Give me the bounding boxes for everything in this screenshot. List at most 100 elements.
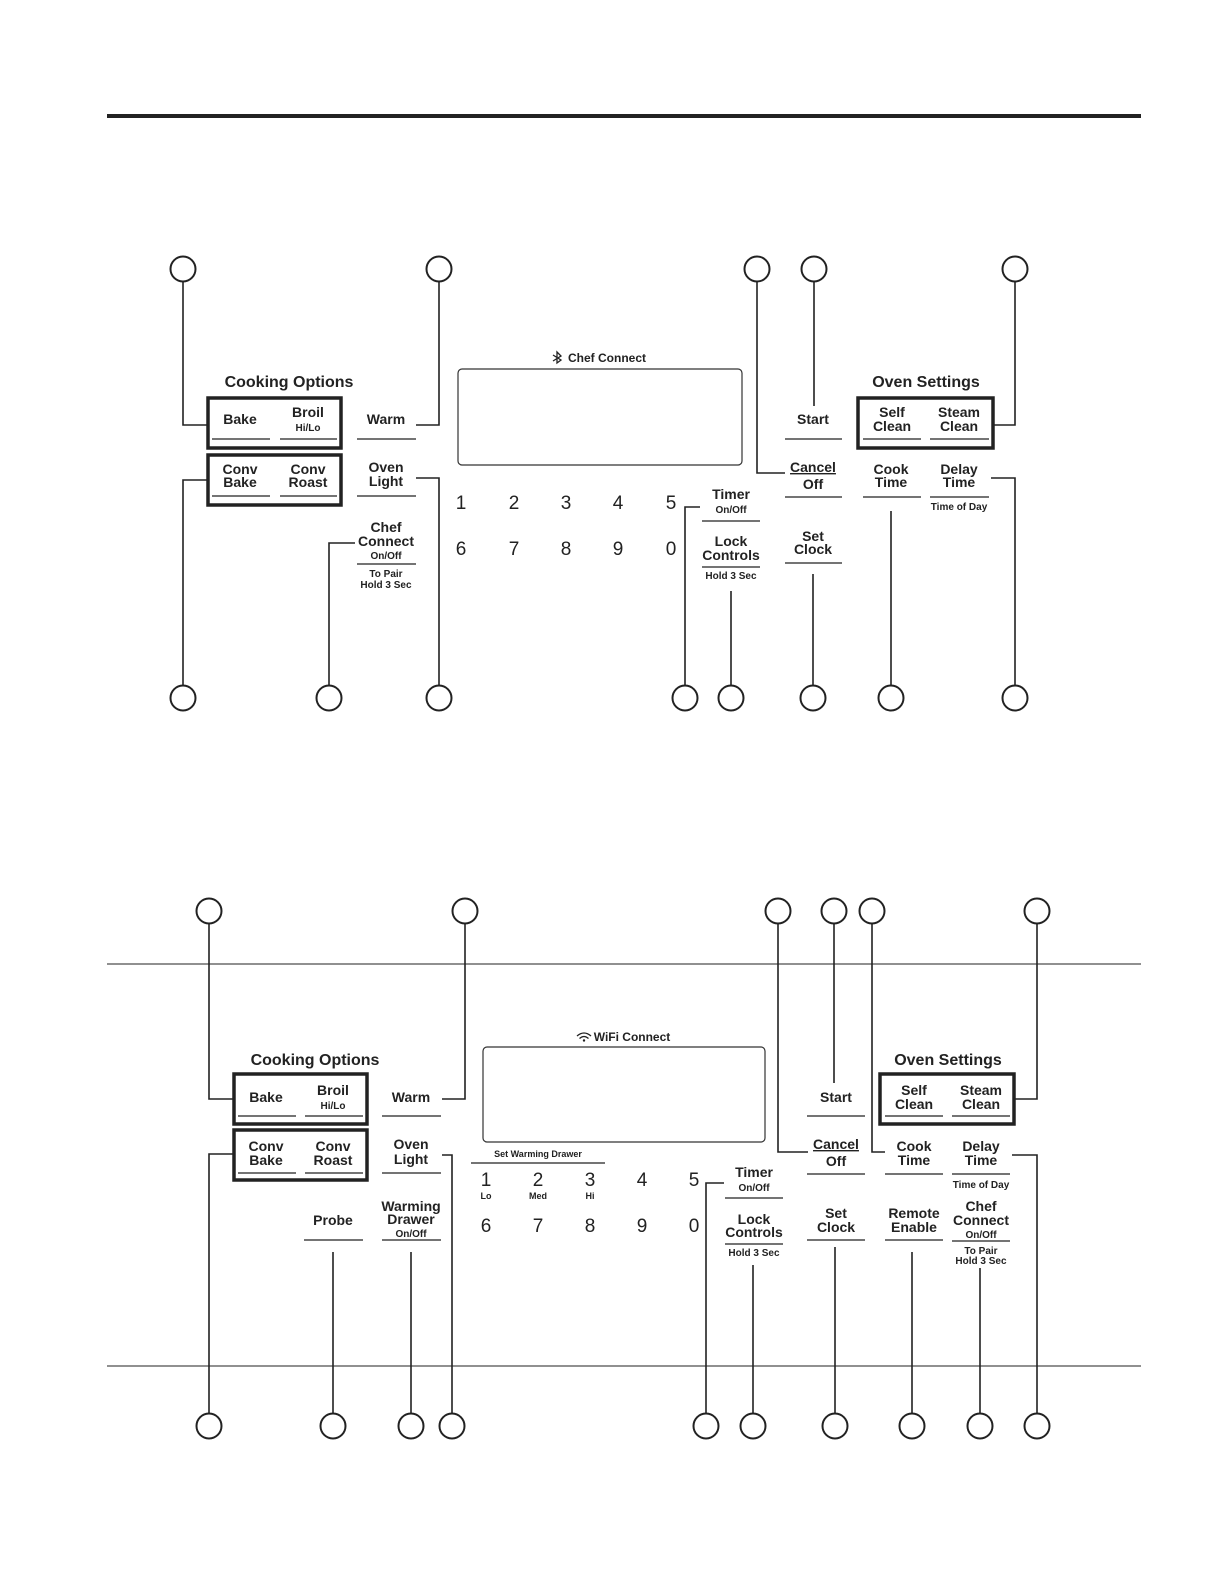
callout-circle	[799, 684, 827, 712]
controls-label: Controls	[725, 1224, 783, 1240]
onoff-label: On/Off	[370, 551, 402, 562]
delay-time-button[interactable]: Delay Time Time of Day	[952, 1138, 1010, 1191]
set-clock-button[interactable]: Set Clock	[785, 528, 842, 564]
set-warming-drawer-label: Set Warming Drawer	[494, 1149, 582, 1159]
digit-key[interactable]: 5	[689, 1170, 700, 1191]
clean-label: Clean	[895, 1096, 933, 1112]
digit-key[interactable]: 8	[561, 539, 572, 560]
lock-controls-button[interactable]: Lock Controls Hold 3 Sec	[702, 533, 760, 582]
broil-button[interactable]: Broil Hi/Lo	[305, 1082, 363, 1117]
digit-key[interactable]: 4	[637, 1170, 648, 1191]
self-clean-button[interactable]: Self Clean	[863, 404, 921, 440]
digit-key[interactable]: 1	[481, 1170, 492, 1191]
timer-button[interactable]: Timer On/Off	[702, 486, 760, 522]
probe-button[interactable]: Probe	[304, 1212, 363, 1241]
bake-button[interactable]: Bake	[212, 411, 270, 440]
med-label: Med	[529, 1191, 547, 1201]
conv-bake-button[interactable]: Conv Bake	[212, 461, 270, 497]
digit-key[interactable]: 5	[666, 493, 677, 514]
chef-connect-button[interactable]: Chef Connect On/Off To Pair Hold 3 Sec	[357, 519, 416, 591]
oven-settings-heading: Oven Settings	[872, 374, 980, 391]
off-label: Off	[826, 1153, 847, 1169]
cancel-off-button[interactable]: Cancel Off	[807, 1136, 865, 1175]
cook-time-button[interactable]: Cook Time	[863, 461, 921, 498]
conv-label: Conv	[249, 1138, 284, 1154]
callout-circle	[425, 255, 453, 283]
digit-key[interactable]: 4	[613, 493, 624, 514]
time-label: Time	[898, 1152, 931, 1168]
digit-key[interactable]: 1	[456, 493, 467, 514]
digit-key[interactable]: 9	[613, 539, 624, 560]
digit-key[interactable]: 8	[585, 1216, 596, 1237]
conv-bake-button[interactable]: Conv Bake	[238, 1138, 296, 1174]
set-clock-button[interactable]: Set Clock	[807, 1205, 865, 1241]
callout-circle	[898, 1412, 926, 1440]
clean-label: Clean	[873, 418, 911, 434]
onoff-label: On/Off	[395, 1229, 427, 1240]
steam-clean-button[interactable]: Steam Clean	[952, 1082, 1010, 1117]
delay-time-button[interactable]: Delay Time Time of Day	[930, 461, 989, 513]
enable-label: Enable	[891, 1219, 937, 1235]
cook-time-button[interactable]: Cook Time	[885, 1138, 943, 1175]
oven-light-button[interactable]: Oven Light	[382, 1136, 441, 1174]
warming-drawer-button[interactable]: Warming Drawer On/Off	[381, 1198, 441, 1241]
broil-label: Broil	[292, 404, 324, 420]
warm-button[interactable]: Warm	[357, 411, 416, 440]
callout-circle	[764, 897, 792, 925]
conv-roast-button[interactable]: Conv Roast	[280, 461, 337, 497]
roast-label: Roast	[289, 474, 328, 490]
cooking-options-heading: Cooking Options	[251, 1052, 380, 1069]
set-label: Set	[825, 1205, 847, 1221]
bake-button[interactable]: Bake	[238, 1089, 296, 1117]
start-button[interactable]: Start	[785, 411, 842, 440]
start-button[interactable]: Start	[807, 1089, 865, 1117]
onoff-label: On/Off	[715, 505, 747, 516]
panel2-callouts	[195, 897, 1051, 1440]
timer-button[interactable]: Timer On/Off	[725, 1164, 783, 1199]
steam-clean-button[interactable]: Steam Clean	[930, 404, 989, 440]
time-label: Time	[875, 474, 908, 490]
callout-circle	[743, 255, 771, 283]
digit-key[interactable]: 6	[456, 539, 467, 560]
remote-enable-button[interactable]: Remote Enable	[885, 1205, 943, 1241]
oven-light-button[interactable]: Oven Light	[357, 459, 416, 497]
digit-key[interactable]: 2	[533, 1170, 544, 1191]
digit-key[interactable]: 9	[637, 1216, 648, 1237]
bake-broil-group-box	[206, 396, 343, 450]
time-of-day-label: Time of Day	[931, 502, 988, 513]
warm-label: Warm	[392, 1089, 430, 1105]
chef-connect-button[interactable]: Chef Connect On/Off To Pair Hold 3 Sec	[952, 1198, 1010, 1267]
hold-label: Hold 3 Sec	[705, 571, 757, 582]
oven-label: Oven	[393, 1136, 428, 1152]
warm-button[interactable]: Warm	[382, 1089, 441, 1117]
broil-button[interactable]: Broil Hi/Lo	[280, 404, 337, 440]
steam-label: Steam	[938, 404, 980, 420]
drawer-label: Drawer	[387, 1211, 435, 1227]
digit-key[interactable]: 6	[481, 1216, 492, 1237]
self-clean-button[interactable]: Self Clean	[885, 1082, 943, 1117]
lock-controls-button[interactable]: Lock Controls Hold 3 Sec	[725, 1211, 783, 1259]
callout-circle	[195, 1412, 223, 1440]
cancel-off-button[interactable]: Cancel Off	[785, 459, 842, 498]
bake-label: Bake	[223, 474, 257, 490]
digit-key[interactable]: 3	[585, 1170, 596, 1191]
hold-label: Hold 3 Sec	[955, 1256, 1007, 1267]
digit-key[interactable]: 7	[509, 539, 520, 560]
cooking-options-heading: Cooking Options	[225, 374, 354, 391]
self-label: Self	[901, 1082, 927, 1098]
callout-circle	[821, 1412, 849, 1440]
conv-roast-button[interactable]: Conv Roast	[305, 1138, 363, 1174]
callout-circle	[169, 684, 197, 712]
timer-label: Timer	[712, 486, 750, 502]
panel1-callouts	[169, 255, 1029, 712]
digit-key[interactable]: 3	[561, 493, 572, 514]
broil-sub-label: Hi/Lo	[321, 1101, 346, 1112]
digit-key[interactable]: 7	[533, 1216, 544, 1237]
hi-label: Hi	[586, 1191, 595, 1201]
digit-key[interactable]: 2	[509, 493, 520, 514]
digit-key[interactable]: 0	[666, 539, 677, 560]
panel-2: Cooking Options Bake Broil Hi/Lo Conv Ba…	[107, 897, 1141, 1440]
light-label: Light	[369, 473, 404, 489]
digit-key[interactable]: 0	[689, 1216, 700, 1237]
remote-label: Remote	[888, 1205, 940, 1221]
